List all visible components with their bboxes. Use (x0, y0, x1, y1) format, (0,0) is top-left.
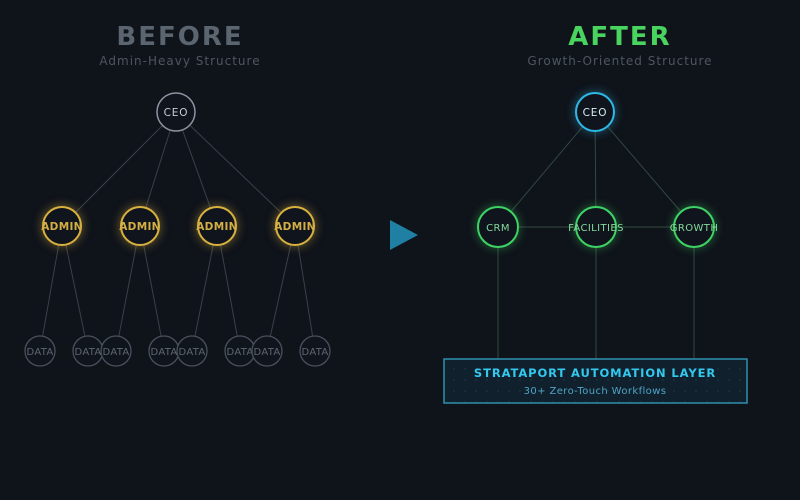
node-data-1-label: DATA (27, 347, 54, 358)
node-data-6-label: DATA (227, 347, 254, 358)
node-ceo-after-label: CEO (583, 107, 608, 119)
node-admin-3-label: ADMIN (196, 221, 238, 233)
before-org-chart: CEO ADMIN ADMIN ADMIN ADMIN DATA DATA (24, 92, 331, 367)
node-data-5-label: DATA (179, 347, 206, 358)
node-data-1: DATA (24, 335, 56, 367)
node-admin-3: ADMIN (196, 206, 238, 246)
node-data-4-label: DATA (151, 347, 178, 358)
before-subtitle: Admin-Heavy Structure (99, 54, 261, 68)
after-subtitle: Growth-Oriented Structure (527, 54, 713, 68)
transition-arrow-icon (390, 220, 418, 250)
after-org-chart: STRATAPORT AUTOMATION LAYER 30+ Zero-Tou… (443, 92, 748, 404)
before-title: BEFORE (116, 22, 244, 52)
automation-layer-subtitle: 30+ Zero-Touch Workflows (524, 386, 667, 397)
node-admin-1-label: ADMIN (41, 221, 83, 233)
node-data-3-label: DATA (103, 347, 130, 358)
node-data-2: DATA (72, 335, 104, 367)
node-growth-label: GROWTH (670, 223, 718, 234)
node-crm: CRM (477, 206, 519, 248)
node-crm-label: CRM (486, 223, 510, 234)
node-data-8: DATA (299, 335, 331, 367)
automation-layer-title: STRATAPORT AUTOMATION LAYER (474, 366, 716, 380)
node-data-6: DATA (224, 335, 256, 367)
node-data-8-label: DATA (302, 347, 329, 358)
before-connector-lines (39, 111, 316, 352)
node-ceo-before: CEO (156, 92, 196, 132)
node-data-7-label: DATA (254, 347, 281, 358)
node-admin-1: ADMIN (41, 206, 83, 246)
node-data-2-label: DATA (75, 347, 102, 358)
node-admin-4-label: ADMIN (274, 221, 316, 233)
node-ceo-after: CEO (575, 92, 615, 132)
after-title: AFTER (568, 22, 672, 52)
node-data-5: DATA (176, 335, 208, 367)
node-admin-4: ADMIN (274, 206, 316, 246)
node-facilities-label: FACILITIES (568, 223, 624, 234)
automation-layer-box: STRATAPORT AUTOMATION LAYER 30+ Zero-Tou… (443, 358, 748, 404)
node-data-7: DATA (251, 335, 283, 367)
node-facilities: FACILITIES (568, 206, 624, 248)
node-growth: GROWTH (670, 206, 718, 248)
node-admin-2-label: ADMIN (119, 221, 161, 233)
node-admin-2: ADMIN (119, 206, 161, 246)
node-data-4: DATA (148, 335, 180, 367)
node-ceo-before-label: CEO (164, 107, 189, 119)
node-data-3: DATA (100, 335, 132, 367)
